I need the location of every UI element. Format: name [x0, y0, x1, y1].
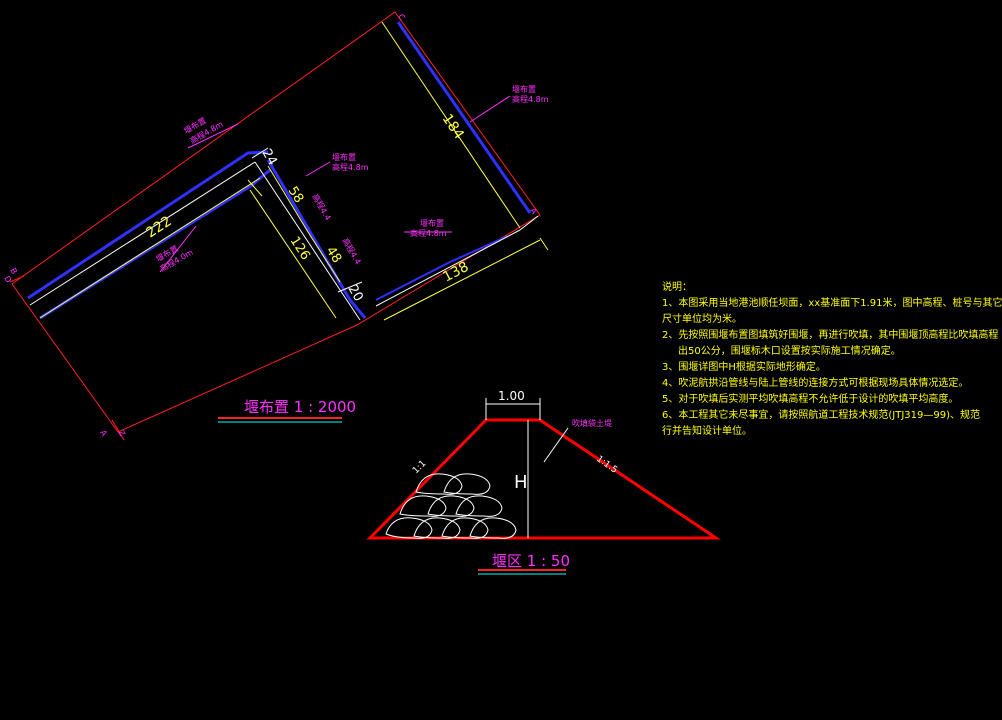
corner-a-bottom: A — [98, 429, 109, 439]
dim-58: 58 — [285, 184, 307, 206]
boundary-tick — [111, 419, 125, 441]
note-1: 1、本图采用当地港池顺任坝面，xx基准面下1.91米，图中高程、桩号与其它 — [662, 298, 1002, 309]
notes-heading: 说明： — [662, 282, 692, 293]
leader-line — [159, 225, 197, 273]
corner-d: D — [2, 275, 13, 285]
label-wall1-height: 高程4.8m — [512, 94, 549, 104]
dim-138-line — [383, 239, 541, 321]
dim-20: 20 — [345, 283, 366, 305]
corner-b: B — [8, 267, 19, 276]
wall-bottom — [375, 235, 509, 301]
fill-bags — [385, 473, 517, 539]
dim-138: 138 — [440, 259, 471, 286]
dim-58-line — [267, 165, 309, 233]
dim-126-line — [249, 189, 337, 319]
note-5: 5、对于吹填后实测平均吹填高程不允许低于设计的吹填平均高度。 — [662, 394, 959, 405]
height-label: H — [514, 472, 528, 493]
note-2-cont: 出50公分，围堰标木口设置按实际施工情况确定。 — [678, 346, 901, 357]
dim-tick — [337, 281, 363, 293]
corner-a-right: A — [528, 207, 539, 217]
boundary-tick — [9, 275, 25, 283]
section-view: 1.00 H 1:1 1:1.5 吹填袋土堤 堰区 1 : 50 — [366, 389, 721, 575]
label-wall4-height: 高程4.8m — [410, 228, 447, 238]
slope-right: 1:1.5 — [594, 454, 619, 475]
dim-222-ext — [247, 179, 263, 197]
note-4: 4、吹泥航拱沿管线与陆上管线的连接方式可根据现场具体情况选定。 — [662, 378, 969, 389]
inner-line — [254, 161, 361, 321]
slope-left: 1:1 — [411, 459, 428, 476]
dim-184-line — [381, 21, 521, 229]
label-wall1-name: 堰布置 — [512, 84, 536, 94]
plan-view: 222 184 138 126 58 48 24 20 C A B D A Z … — [2, 11, 549, 441]
corner-z: Z — [116, 429, 127, 439]
label-wall4-name: 堰布置 — [420, 218, 444, 228]
inner-line — [519, 215, 539, 231]
dim-top-width: 1.00 — [498, 389, 525, 403]
wall-middle-diagonal — [266, 159, 367, 319]
dim-tick — [251, 147, 269, 159]
section-title: 堰区 1 : 50 — [492, 552, 570, 570]
dim-138-ext — [539, 237, 549, 251]
corner-c: C — [396, 13, 407, 23]
leader-line — [469, 95, 511, 123]
label-side1: 高程4.4 — [310, 192, 333, 222]
leader-line — [305, 161, 331, 177]
fill-label: 吹填袋土堤 — [572, 418, 612, 428]
note-6-cont: 行并告知设计单位。 — [662, 426, 752, 437]
inner-line — [375, 229, 521, 307]
dim-222-line — [39, 177, 261, 319]
fill-leader — [543, 427, 569, 463]
outer-boundary — [11, 11, 541, 433]
note-1-cont: 尺寸单位均为米。 — [662, 314, 742, 325]
dim-126: 126 — [287, 234, 313, 263]
note-2: 2、先按照围堰布置图填筑好围堰，再进行吹填，其中围堰顶高程比吹填高程 — [662, 330, 999, 341]
dim-48-line — [307, 231, 341, 283]
label-wall3-height: 高程4.8m — [332, 162, 369, 172]
drawing-canvas: 222 184 138 126 58 48 24 20 C A B D A Z … — [2, 11, 721, 575]
label-wall3-name: 堰布置 — [332, 152, 356, 162]
notes-panel: 说明： 1、本图采用当地港池顺任坝面，xx基准面下1.91米，图中高程、桩号与其… — [662, 280, 1002, 440]
label-side2: 高程4.4 — [340, 236, 363, 266]
plan-title: 堰布置 1 : 2000 — [244, 398, 356, 416]
note-6: 6、本工程其它未尽事宜，请按照航道工程技术规范(JTJ319—99)、规范 — [662, 410, 980, 421]
wall-right-diagonal — [396, 21, 532, 214]
dim-24: 24 — [259, 147, 280, 169]
leader-line — [187, 123, 239, 149]
dim-48: 48 — [323, 244, 345, 266]
note-3: 3、围堰详图中H根据实际地形确定。 — [662, 362, 826, 373]
inner-line — [29, 161, 256, 306]
